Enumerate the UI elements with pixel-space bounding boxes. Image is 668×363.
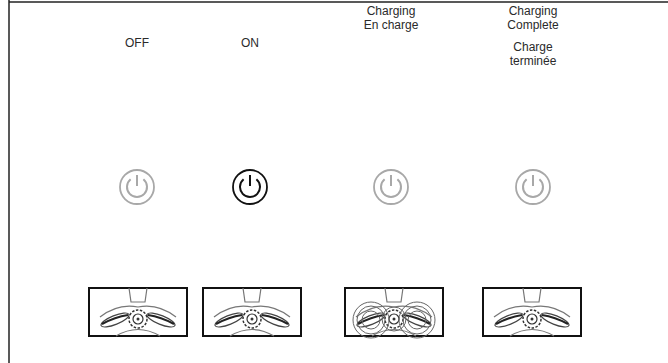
flash-rings bbox=[353, 302, 435, 338]
flash-ring bbox=[357, 306, 385, 334]
frame-border bbox=[8, 0, 10, 363]
state-label: En charge bbox=[351, 18, 431, 32]
state-label: ON bbox=[210, 36, 290, 50]
state-label: OFF bbox=[97, 36, 177, 50]
state-label: Charge terminée bbox=[501, 40, 565, 68]
flash-ring bbox=[382, 307, 406, 331]
flash-ring bbox=[408, 311, 426, 329]
power-icon bbox=[516, 170, 550, 204]
power-icon bbox=[374, 170, 408, 204]
drone-panel bbox=[345, 288, 443, 336]
power-icon bbox=[233, 170, 267, 204]
state-label: Charging Complete bbox=[501, 4, 565, 32]
power-icon bbox=[120, 170, 154, 204]
drone-panel bbox=[203, 288, 301, 336]
frame-border bbox=[9, 1, 668, 3]
drone-panel bbox=[89, 288, 187, 336]
flash-ring bbox=[399, 302, 435, 338]
flash-ring bbox=[353, 302, 389, 338]
drone-panel bbox=[483, 288, 581, 336]
flash-ring bbox=[362, 311, 380, 329]
state-label: Charging bbox=[351, 4, 431, 18]
flash-ring bbox=[403, 306, 431, 334]
